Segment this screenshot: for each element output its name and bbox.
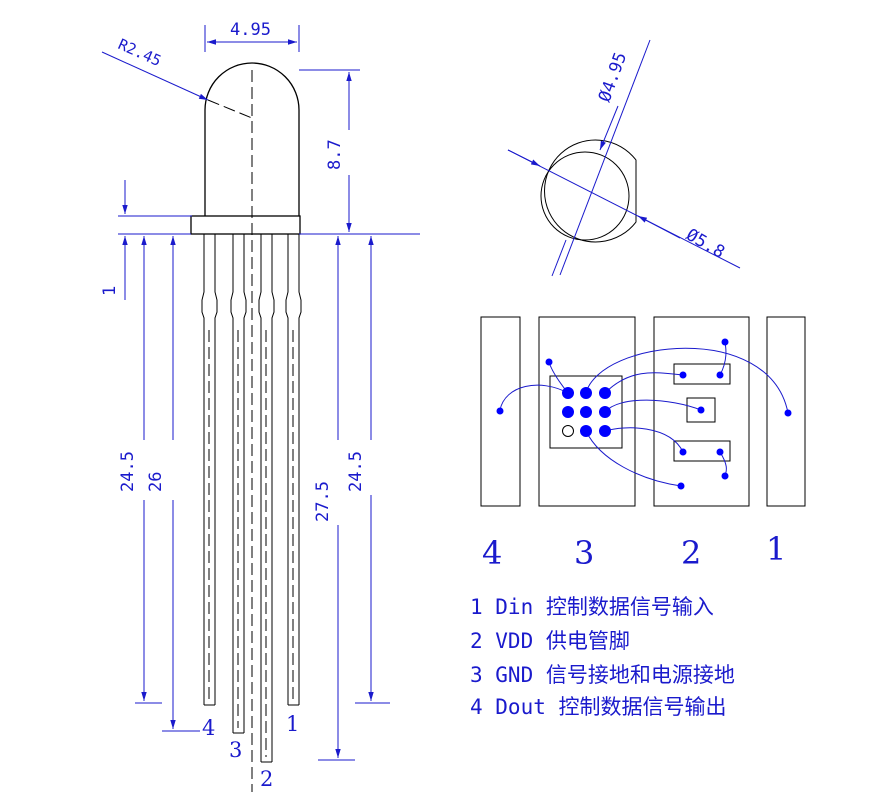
dim-radius: R2.45 [101, 35, 209, 101]
chip-view: 4 3 2 1 [480, 316, 806, 572]
pin-legend: 1 Din 控制数据信号输入 2 VDD 供电管脚 3 GND 信号接地和电源接… [470, 595, 735, 719]
bond-wire [719, 451, 727, 477]
wire-end-dot [721, 338, 729, 346]
side-pin-1: 1 [286, 712, 299, 736]
dim-top-width-label: 4.95 [230, 20, 271, 40]
wire-end-dot [716, 371, 724, 379]
bond-wire [585, 430, 682, 487]
die-dot [580, 387, 592, 399]
dim-lead-left: 24.5 26 [118, 233, 200, 732]
legend-line-4: 4 Dout 控制数据信号输出 [470, 695, 727, 719]
wire-end-dot [545, 358, 553, 366]
ic-die [549, 375, 623, 449]
bond-pad-bot [673, 440, 731, 462]
dim-lead-right-b-label: 24.5 [346, 451, 366, 492]
dim-lead-right: 27.5 24.5 [313, 236, 390, 761]
wire-end-dot [716, 448, 724, 456]
bond-wire [719, 341, 727, 376]
wire-end-dot [784, 409, 792, 417]
top-view: Ø4.95 Ø5.8 [507, 39, 741, 277]
dim-lead-right-a-label: 27.5 [313, 481, 333, 522]
led-flange [190, 215, 301, 235]
body-circle [540, 151, 630, 241]
dim-dia-inner-label: Ø4.95 [595, 50, 631, 105]
dim-flange: 1 [100, 180, 192, 300]
bond-wire [604, 399, 702, 413]
dim-head-height: 8.7 [299, 69, 420, 235]
pad-4 [480, 316, 521, 507]
dim-top-width: 4.95 [204, 20, 300, 52]
dim-dia-inner: Ø4.95 [551, 39, 651, 277]
bond-pad-mid [686, 397, 716, 423]
dim-head-height-label: 8.7 [325, 139, 345, 170]
bond-wire [499, 384, 569, 411]
lead-2 [258, 234, 275, 763]
legend-line-1: 1 Din 控制数据信号输入 [470, 595, 714, 619]
pad-1 [766, 316, 806, 507]
lead-4 [201, 234, 218, 706]
bond-wire [604, 427, 684, 453]
bond-wire [585, 347, 789, 414]
legend-line-2: 2 VDD 供电管脚 [470, 629, 630, 653]
radius-leader [207, 99, 253, 119]
legend-line-3: 3 GND 信号接地和电源接地 [470, 663, 735, 687]
dim-radius-label: R2.45 [115, 35, 164, 70]
pad-label-3: 3 [574, 534, 594, 572]
dim-lead-left-a-label: 24.5 [118, 451, 138, 492]
pad-label-2: 2 [681, 534, 701, 572]
wire-end-dot [697, 406, 705, 414]
wire-end-dot [679, 448, 687, 456]
side-view: 4.95 R2.45 8.7 1 [100, 20, 420, 792]
lead-1 [285, 234, 302, 706]
pad-3 [538, 316, 636, 507]
wire-end-dot [679, 371, 687, 379]
bond-wire [604, 372, 684, 394]
flange-outline [544, 139, 637, 243]
dim-flange-label: 1 [100, 286, 120, 296]
side-pin-2: 2 [260, 767, 273, 791]
lead-3 [230, 234, 247, 734]
die-dot [562, 406, 574, 418]
dim-lead-left-b-label: 26 [146, 472, 166, 492]
dim-dia-outer-label: Ø5.8 [683, 225, 728, 263]
pad-label-1: 1 [766, 530, 786, 568]
led-body-outline [204, 62, 300, 216]
pad-label-4: 4 [482, 534, 502, 572]
die-dot [580, 425, 592, 437]
wire-end-dot [677, 482, 685, 490]
die-dot-empty [562, 425, 574, 437]
pad-2 [653, 316, 750, 507]
die-dot [562, 387, 574, 399]
die-dot [599, 387, 611, 399]
die-dot [580, 406, 592, 418]
side-pin-3: 3 [229, 738, 242, 762]
side-pin-4: 4 [202, 716, 215, 740]
die-dot [599, 425, 611, 437]
wire-end-dot [496, 407, 504, 415]
wire-end-dot [721, 472, 729, 480]
die-dot [599, 406, 611, 418]
